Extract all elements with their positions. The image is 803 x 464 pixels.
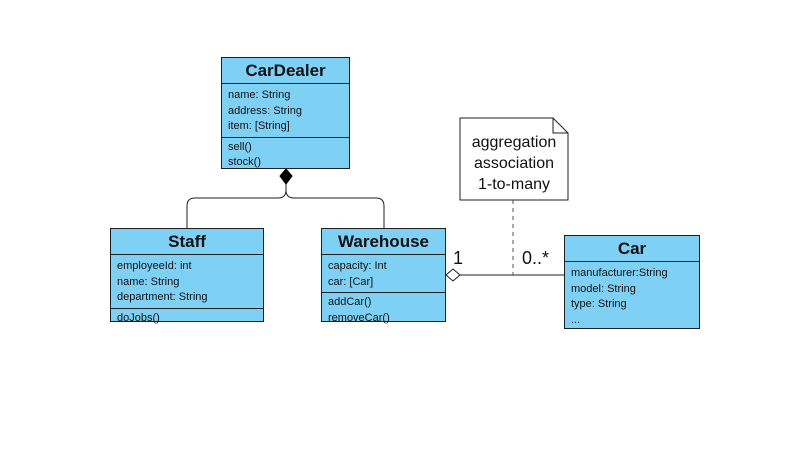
aggregation-diamond [445,268,461,282]
class-attributes: employeeId: int name: String department:… [111,255,263,309]
class-staff[interactable]: Staff employeeId: int name: String depar… [110,228,264,324]
class-operations: addCar() removeCar() [322,293,445,328]
attribute: type: String [571,298,627,310]
attribute: model: String [571,282,636,295]
composition-connector-warehouse [285,189,385,229]
note-line: 1-to-many [477,176,551,193]
operation: stock() [228,156,261,168]
class-name: Car [565,236,699,262]
class-warehouse[interactable]: Warehouse capacity: Int car: [Car] addCa… [321,228,446,324]
operation: doJobs() [117,311,160,324]
attribute: ... [571,313,581,326]
note-text: aggregation association 1-to-many [460,132,568,195]
multiplicity-warehouse: 1 [453,248,464,268]
attribute: employeeId: int [117,260,192,272]
attribute: capacity: Int [328,260,387,272]
composition-diamond [279,168,293,185]
class-operations: sell() stock() [222,138,349,173]
attribute: manufacturer:String [571,267,668,279]
class-car[interactable]: Car manufacturer:String model: String ty… [564,235,700,329]
class-operations: doJobs() [111,309,263,329]
class-name: CarDealer [222,58,349,84]
attribute: item: [String] [228,120,290,132]
multiplicity-car: 0..* [522,248,550,268]
note-line: aggregation [471,134,557,151]
composition-connector-staff [186,184,287,229]
attribute: department: String [117,291,208,303]
class-attributes: manufacturer:String model: String type: … [565,262,699,330]
note-fold [552,118,568,134]
attribute: address: String [228,104,302,117]
operation: addCar() [328,296,372,308]
class-cardealer[interactable]: CarDealer name: String address: String i… [221,57,350,169]
class-name: Staff [111,229,263,255]
class-attributes: capacity: Int car: [Car] [322,255,445,293]
note-line: association [473,155,555,172]
class-attributes: name: String address: String item: [Stri… [222,84,349,138]
attribute: car: [Car] [328,275,374,288]
operation: sell() [228,140,252,153]
attribute: name: String [117,275,180,288]
attribute: name: String [228,89,291,101]
note-shape [459,117,569,201]
operation: removeCar() [328,311,390,324]
class-name: Warehouse [322,229,445,255]
